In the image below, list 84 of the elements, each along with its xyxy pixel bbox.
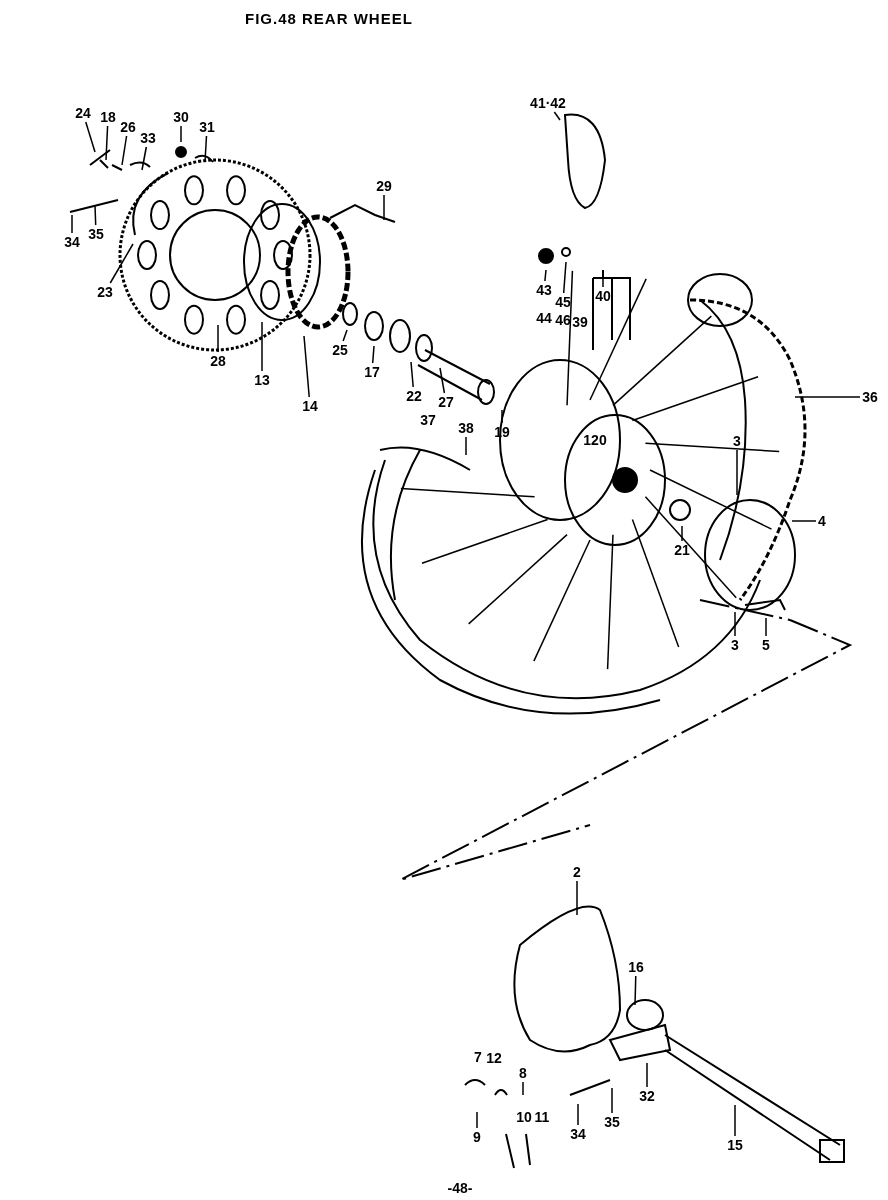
callout-number: 46: [555, 312, 571, 328]
callout-number: 18: [100, 109, 116, 125]
leader-line: [602, 269, 604, 288]
callout-number: 29: [376, 178, 392, 194]
leader-line: [501, 409, 503, 424]
figure-title: FIG.48 REAR WHEEL: [245, 10, 413, 27]
leader-line: [303, 335, 310, 398]
callout-number: 8: [519, 1065, 527, 1081]
callout-number: 11: [534, 1109, 550, 1125]
page-number: -48-: [447, 1180, 473, 1196]
leader-line: [85, 121, 96, 153]
leader-line: [553, 111, 561, 121]
leader-line: [109, 243, 134, 284]
callout-number: 13: [254, 372, 270, 388]
callout-number: 39: [572, 314, 588, 330]
leader-line: [465, 436, 467, 456]
leader-line: [94, 204, 97, 226]
leader-line: [261, 321, 263, 372]
leader-line: [736, 449, 738, 496]
callout-number: 41·42: [530, 95, 566, 111]
callout-number: 2: [573, 864, 581, 880]
leader-line: [522, 1081, 524, 1096]
leader-line: [544, 269, 547, 282]
leader-line: [180, 125, 182, 143]
leader-line: [577, 1103, 579, 1126]
leader-line: [71, 214, 73, 234]
callout-number: 32: [639, 1088, 655, 1104]
leader-line: [562, 261, 567, 294]
callout-number: 27: [438, 394, 454, 410]
leader-line: [476, 1111, 478, 1129]
callout-number: 4: [818, 513, 826, 529]
callout-number: 3: [733, 433, 741, 449]
callout-number: 33: [140, 130, 156, 146]
leader-line: [204, 135, 208, 163]
callout-number: 15: [727, 1137, 743, 1153]
leader-line: [141, 146, 148, 171]
callout-number: 44: [536, 310, 552, 326]
callout-number: 43: [536, 282, 552, 298]
callout-number: 21: [674, 542, 690, 558]
callout-number: 38: [458, 420, 474, 436]
callout-number: 34: [570, 1126, 586, 1142]
callout-number: 35: [88, 226, 104, 242]
leader-line: [383, 194, 385, 221]
callout-number: 26: [120, 119, 136, 135]
leader-line: [734, 611, 736, 637]
leader-line: [646, 1062, 648, 1088]
leader-line: [611, 1087, 613, 1114]
callout-number: 40: [595, 288, 611, 304]
callout-number: 35: [604, 1114, 620, 1130]
callout-number: 24: [75, 105, 91, 121]
leader-line: [681, 525, 683, 542]
leader-line: [121, 135, 128, 166]
leader-line: [576, 880, 578, 916]
leader-line: [734, 1104, 736, 1137]
callout-number: 23: [97, 284, 113, 300]
callout-number: 28: [210, 353, 226, 369]
callout-number: 45: [555, 294, 571, 310]
callout-number: 30: [173, 109, 189, 125]
callout-number: 37: [420, 412, 436, 428]
leader-line: [765, 617, 767, 637]
callout-number: 34: [64, 234, 80, 250]
leader-line: [410, 361, 414, 388]
leader-line: [342, 329, 348, 342]
leader-line: [791, 520, 817, 522]
callout-number: 9: [473, 1129, 481, 1145]
leader-line: [794, 396, 861, 398]
callout-number: 36: [862, 389, 878, 405]
leader-line: [217, 324, 219, 353]
callout-number: 25: [332, 342, 348, 358]
leader-line: [371, 345, 375, 364]
callout-number: 16: [628, 959, 644, 975]
leader-line: [105, 125, 109, 161]
callout-number: 3: [731, 637, 739, 653]
callout-number: 7: [474, 1049, 482, 1065]
callout-number: 120: [583, 432, 607, 448]
callout-number: 12: [486, 1050, 502, 1066]
callout-number: 14: [302, 398, 318, 414]
leader-line: [634, 975, 637, 1006]
callout-number: 5: [762, 637, 770, 653]
callout-number: 17: [364, 364, 380, 380]
callout-number: 22: [406, 388, 422, 404]
callout-number: 10: [516, 1109, 532, 1125]
leader-line: [439, 367, 446, 394]
callout-number: 31: [199, 119, 215, 135]
